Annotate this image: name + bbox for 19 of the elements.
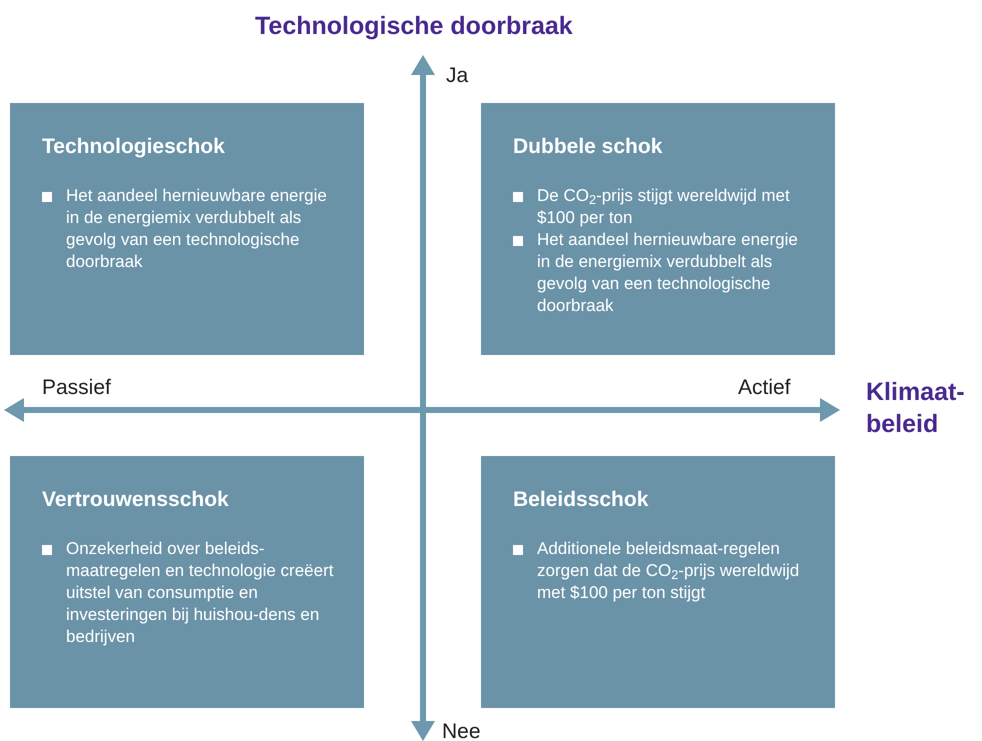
axis-label: Actief xyxy=(738,375,791,401)
axis-title: Klimaat- beleid xyxy=(866,377,966,440)
quadrant-heading: Vertrouwensschok xyxy=(42,487,230,513)
quadrant-heading: Technologieschok xyxy=(42,134,226,160)
axis-label: Ja xyxy=(446,63,468,89)
bullet-text: Het aandeel hernieuwbare energie in de energiemix verdubbelt als gevolg van een technologische doorbraak xyxy=(537,228,799,316)
quadrant-heading: Beleidsschok xyxy=(513,487,650,513)
bullet-text: Additionele beleidsmaat-regelen zorgen dat de CO$_{2}$-prijs wereldwijd met $100 per ton stijgt xyxy=(537,538,800,604)
bullet-text: Onzekerheid over beleids-maatregelen en technologie creëert uitstel van consumptie en investeringen bij huishou-dens en bedrijven xyxy=(66,538,334,648)
axis-label: Nee xyxy=(442,719,481,741)
quadrant-box xyxy=(10,456,364,708)
axis-title: Technologische doorbraak xyxy=(255,11,573,42)
quadrant-box xyxy=(481,456,835,708)
axis-label: Passief xyxy=(42,375,111,401)
bullet-text: Het aandeel hernieuwbare energie in de energiemix verdubbelt als gevolg van een technologische doorbraak xyxy=(66,184,328,272)
quadrant-heading: Dubbele schok xyxy=(513,134,664,160)
bullet-text: De CO$_{2}$-prijs stijgt wereldwijd met $100 per ton xyxy=(537,184,791,228)
quadrant-box xyxy=(481,103,835,355)
quadrant-box xyxy=(10,103,364,355)
